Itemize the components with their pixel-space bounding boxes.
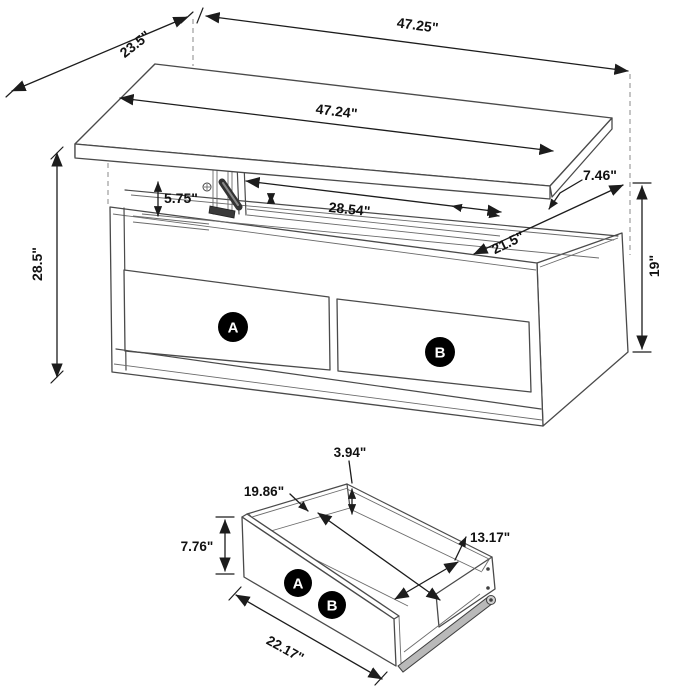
drawer-a-badge-lower: A <box>284 569 312 597</box>
rear-clearance-label: 7.46" <box>583 167 617 183</box>
dimension-inner-depth: 13.17" <box>394 530 510 600</box>
inner-width-label: 28.54" <box>328 199 371 219</box>
front-width-label: 22.17" <box>264 633 306 666</box>
drawer-slide-rail <box>397 593 496 673</box>
upper-figure: 47.25" 23.5" 47.24" 7.46" 5.75" 28.54" <box>5 7 662 427</box>
dimension-base-height: 19" <box>632 182 662 353</box>
front-height-label: 7.76" <box>181 539 214 554</box>
cabinet-base <box>109 162 629 427</box>
drawer-a-badge: A <box>218 312 248 342</box>
drawer-b-badge: B <box>425 337 455 367</box>
dimension-side-height: 3.94" <box>334 445 367 515</box>
tabletop-width-label: 47.24" <box>315 101 358 122</box>
drawer-a-badge-lower-label: A <box>293 576 304 593</box>
dimension-tabletop-width: 47.24" <box>119 93 554 156</box>
drawer-b-badge-lower: B <box>318 591 346 619</box>
lift-height-label: 5.75" <box>164 190 198 206</box>
dimension-lift-height: 5.75" <box>153 181 198 217</box>
inner-depth-label: 21.5" <box>489 228 526 257</box>
strut-bracket <box>208 205 236 219</box>
screw-icon <box>486 567 490 571</box>
drawer-b-badge-label: B <box>435 345 446 362</box>
tabletop <box>74 63 613 200</box>
side-height-label: 3.94" <box>334 445 367 460</box>
cabinet-right-panel <box>536 232 629 427</box>
lower-figure: 3.94" 19.86" 13.17" 7.76" 22.17" A <box>181 445 510 686</box>
overall-width-label: 47.25" <box>396 14 439 35</box>
screw-icon <box>486 586 490 590</box>
inner-depth-label: 13.17" <box>470 530 510 545</box>
depth-label: 23.5" <box>117 27 154 60</box>
drawer-a-badge-label: A <box>228 320 239 337</box>
dimension-overall-width: 47.25" <box>196 7 629 75</box>
dimension-inner-width: 28.54" <box>245 176 502 219</box>
inner-length-label: 19.86" <box>244 484 284 499</box>
drawer-b-badge-lower-label: B <box>327 598 338 615</box>
dimension-front-height: 7.76" <box>181 516 235 575</box>
base-height-label: 19" <box>646 255 662 277</box>
dimension-total-height: 28.5" <box>29 146 64 384</box>
total-height-label: 28.5" <box>29 247 45 281</box>
